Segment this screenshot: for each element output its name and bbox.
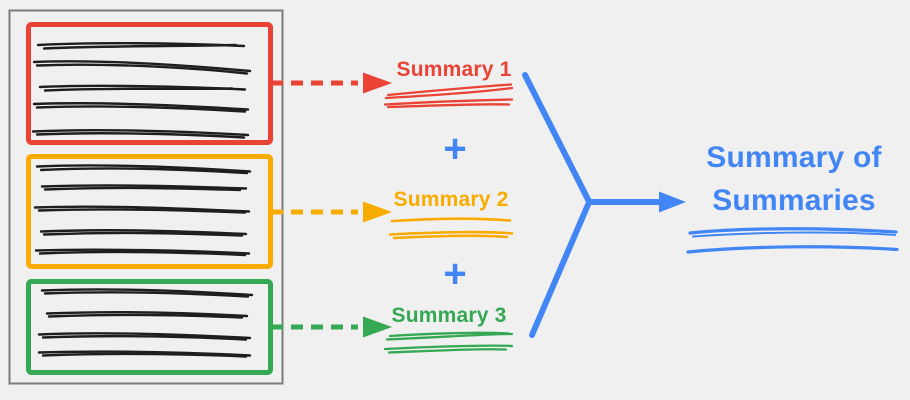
section-2-text-scribbles: [33, 164, 252, 257]
summary-3-label: Summary 3: [391, 304, 507, 327]
plus-operator-2: +: [443, 252, 467, 296]
summary-2-label: Summary 2: [393, 188, 509, 211]
result-label-line-2: Summaries: [712, 184, 876, 217]
plus-operator-1: +: [443, 127, 467, 171]
section-1-box: [26, 22, 273, 145]
arrowhead-summary1: [363, 72, 392, 94]
merge-fork-lines: [522, 72, 662, 338]
arrowhead-summary2: [363, 201, 392, 223]
summary-1-scribble: [383, 83, 514, 109]
section-3-box: [26, 279, 273, 375]
merge-arrowhead: [659, 191, 686, 213]
result-scribble: [686, 227, 899, 254]
result-label-line-1: Summary of: [706, 141, 882, 174]
section-3-text-scribbles: [37, 288, 254, 358]
section-2-box: [26, 154, 273, 269]
summary-3-scribble: [383, 331, 514, 354]
summary-1-label: Summary 1: [396, 58, 512, 81]
section-1-text-scribbles: [31, 41, 252, 139]
summary-of-summaries-label: Summary of Summaries: [674, 136, 910, 222]
summary-2-scribble: [388, 217, 514, 240]
arrowhead-summary3: [363, 316, 392, 338]
document-frame: [8, 9, 284, 385]
